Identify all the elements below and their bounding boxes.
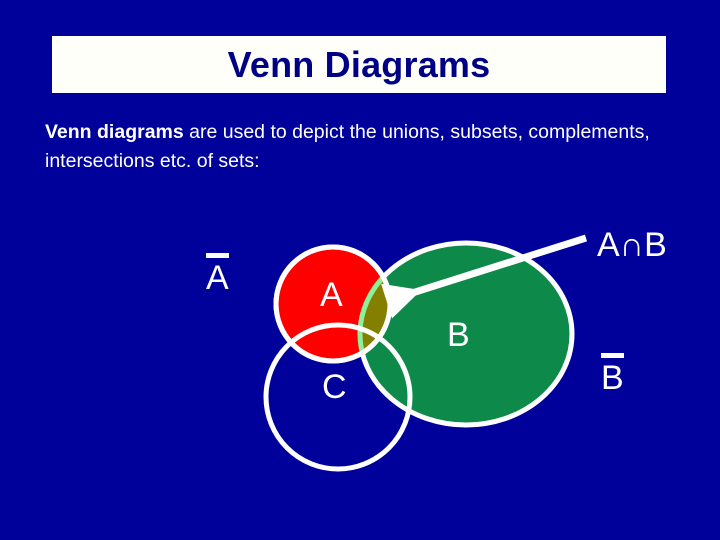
body-rest-text: are used to depict the unions, subsets, … [45,121,650,172]
set-a-label: A [320,276,343,314]
complement-b-text: B [601,353,624,395]
title-banner: Venn Diagrams [52,36,666,93]
page-title: Venn Diagrams [227,43,491,85]
set-c-shape [263,322,413,472]
set-c-label: C [322,368,347,406]
complement-a-label: A [206,253,229,295]
body-paragraph: Venn diagrams are used to depict the uni… [45,118,685,176]
set-b-label: B [447,316,470,354]
complement-b-label: B [601,353,624,395]
intersection-callout-arrow [381,234,588,319]
body-lead-term: Venn diagrams [45,121,184,143]
complement-a-text: A [206,253,229,295]
set-intersection-region [357,247,390,361]
intersection-label: A∩B [597,226,667,264]
